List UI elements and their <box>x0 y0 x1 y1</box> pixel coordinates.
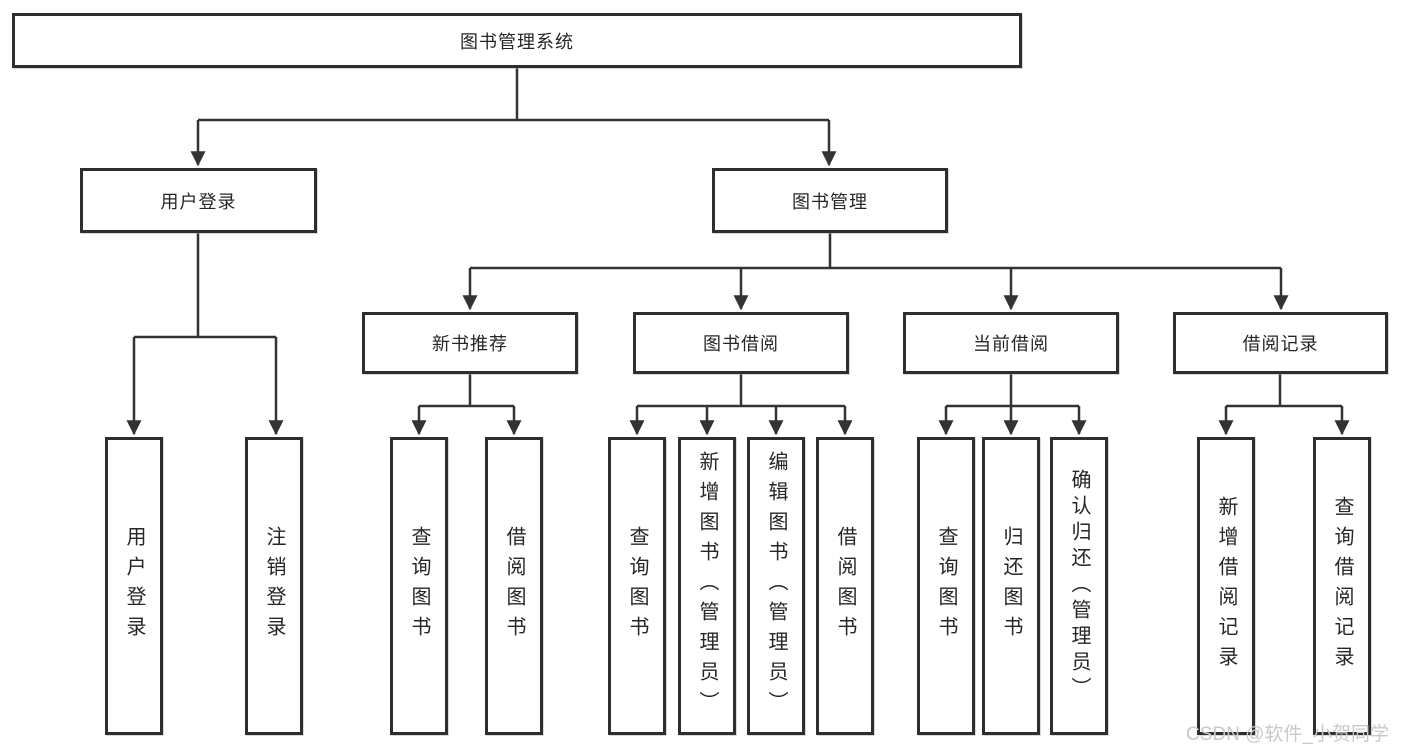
node-label: 新增借阅记录 <box>1215 496 1237 676</box>
node-recommend-borrow-books: 借阅图书 <box>485 437 543 735</box>
node-label: 编辑图书（管理员） <box>765 451 787 721</box>
node-records-add-record: 新增借阅记录 <box>1197 437 1255 735</box>
node-label: 图书管理系统 <box>460 31 574 52</box>
node-borrow-borrow-books: 借阅图书 <box>816 437 874 735</box>
connector-management-split <box>462 233 1289 311</box>
node-label: 查询图书 <box>408 526 430 646</box>
connector-borrow-split <box>629 374 853 436</box>
node-book-management: 图书管理 <box>712 168 948 233</box>
node-current-confirm-return-admin: 确认归还（管理员） <box>1050 437 1108 735</box>
node-records-query-record: 查询借阅记录 <box>1313 437 1371 735</box>
node-recommend-query-books: 查询图书 <box>390 437 448 735</box>
node-label: 用户登录 <box>123 526 145 646</box>
node-label: 查询借阅记录 <box>1331 496 1353 676</box>
node-label: 当前借阅 <box>973 334 1049 354</box>
connector-records-split <box>1218 374 1350 436</box>
node-user-login: 用户登录 <box>80 168 317 233</box>
node-label: 借阅图书 <box>834 526 856 646</box>
node-borrow-edit-books-admin: 编辑图书（管理员） <box>747 437 805 735</box>
csdn-watermark: CSDN @软件_小贺同学 <box>1186 724 1389 745</box>
connector-root-split <box>190 68 837 167</box>
node-current-borrowing: 当前借阅 <box>903 312 1119 374</box>
connector-current-split <box>938 374 1087 436</box>
node-label: 确认归还（管理员） <box>1068 469 1090 703</box>
node-borrow-add-books-admin: 新增图书（管理员） <box>678 437 736 735</box>
node-label: 用户登录 <box>160 191 237 212</box>
node-label: 查询图书 <box>935 526 957 646</box>
node-borrow-query-books: 查询图书 <box>608 437 666 735</box>
node-login-logout: 注销登录 <box>245 437 303 735</box>
node-label: 新书推荐 <box>432 334 508 354</box>
node-current-return-books: 归还图书 <box>982 437 1040 735</box>
node-label: 借阅记录 <box>1242 334 1319 354</box>
connector-login-split <box>126 233 284 436</box>
node-label: 新增图书（管理员） <box>696 451 718 721</box>
node-borrowing-records: 借阅记录 <box>1173 312 1388 374</box>
node-login-user-login: 用户登录 <box>105 437 163 735</box>
node-library-management-system: 图书管理系统 <box>12 13 1022 68</box>
node-label: 借阅图书 <box>503 526 525 646</box>
node-label: 图书管理 <box>792 191 868 212</box>
node-label: 注销登录 <box>263 526 285 646</box>
node-label: 查询图书 <box>626 526 648 646</box>
connector-recommend-split <box>411 374 522 436</box>
node-book-borrowing: 图书借阅 <box>633 312 849 374</box>
node-new-book-recommendation: 新书推荐 <box>362 312 578 374</box>
node-label: 归还图书 <box>1000 526 1022 646</box>
node-label: 图书借阅 <box>703 334 779 354</box>
node-current-query-books: 查询图书 <box>917 437 975 735</box>
